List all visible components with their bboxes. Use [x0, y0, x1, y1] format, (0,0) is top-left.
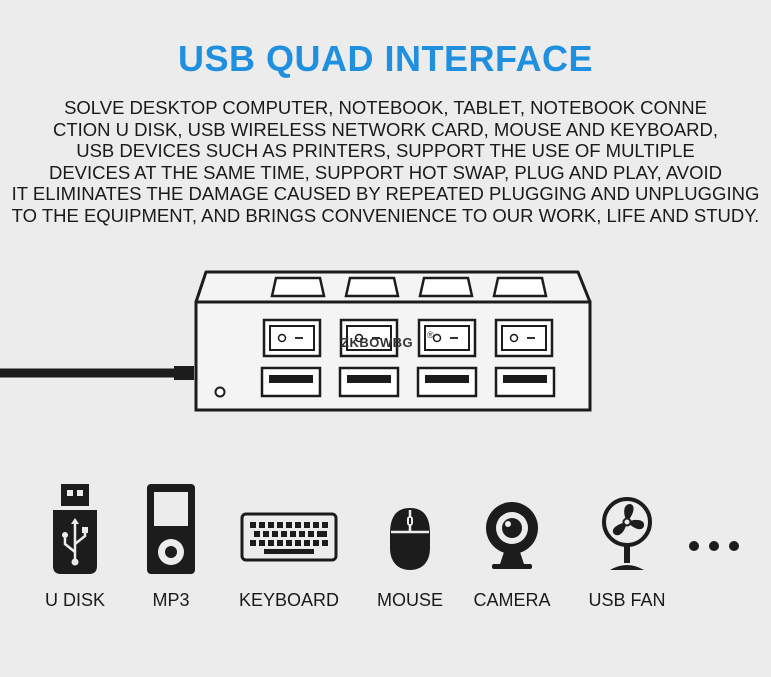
- webcam-icon: [486, 502, 538, 569]
- usb-port[interactable]: [260, 366, 322, 398]
- page-title: USB QUAD INTERFACE: [177, 38, 594, 79]
- port-switch[interactable]: [417, 318, 477, 358]
- device-label: MOUSE: [376, 590, 444, 610]
- usb-port[interactable]: [416, 366, 478, 398]
- device-u-disk: U DISK: [45, 478, 105, 610]
- device-camera: CAMERA: [473, 478, 551, 610]
- device-usb-fan: USB FAN: [588, 478, 666, 610]
- usb-hub-drawing: ZKBOWBG ®: [0, 270, 592, 412]
- usb-port[interactable]: [338, 366, 400, 398]
- usb-hub-illustration: ZKBOWBG ®: [0, 262, 771, 432]
- compatible-devices: U DISK MP3 KEYBOARD: [0, 478, 771, 618]
- fan-icon: [602, 497, 652, 570]
- device-mp3: MP3: [146, 478, 196, 610]
- mp3-player-icon: [147, 484, 195, 574]
- port-switch[interactable]: [494, 318, 554, 358]
- device-label: KEYBOARD: [238, 590, 340, 610]
- device-label: CAMERA: [473, 590, 551, 610]
- more-dots-icon: [689, 541, 739, 551]
- more-devices: [686, 478, 742, 578]
- description-line: IT ELIMINATES THE DAMAGE CAUSED BY REPEA…: [11, 183, 760, 204]
- description-line: USB DEVICES SUCH AS PRINTERS, SUPPORT TH…: [76, 140, 695, 161]
- mouse-icon: [390, 508, 430, 570]
- device-mouse: MOUSE: [377, 478, 443, 610]
- description-line: DEVICES AT THE SAME TIME, SUPPORT HOT SW…: [48, 161, 723, 183]
- port-switch[interactable]: [262, 318, 322, 358]
- device-label: MP3: [152, 590, 190, 610]
- description-line: CTION U DISK, USB WIRELESS NETWORK CARD,…: [52, 118, 719, 140]
- brand-logo: ZKBOWBG: [341, 335, 413, 350]
- description-line: SOLVE DESKTOP COMPUTER, NOTEBOOK, TABLET…: [64, 97, 707, 118]
- usb-drive-icon: [53, 484, 97, 574]
- device-label: USB FAN: [588, 590, 666, 610]
- port-switches: [262, 318, 554, 358]
- device-label: U DISK: [44, 590, 106, 610]
- registered-mark: ®: [427, 330, 434, 340]
- usb-ports: [260, 366, 556, 398]
- keyboard-icon: [240, 512, 338, 562]
- power-led: [214, 386, 226, 398]
- cable-connector: [174, 366, 194, 380]
- description-line: TO THE EQUIPMENT, AND BRINGS CONVENIENCE…: [11, 204, 760, 226]
- hub-top-bumps: [270, 276, 548, 298]
- device-keyboard: KEYBOARD: [239, 478, 339, 610]
- description: SOLVE DESKTOP COMPUTER, NOTEBOOK, TABLET…: [0, 97, 771, 226]
- port-switch[interactable]: [339, 318, 399, 358]
- usb-port[interactable]: [494, 366, 556, 398]
